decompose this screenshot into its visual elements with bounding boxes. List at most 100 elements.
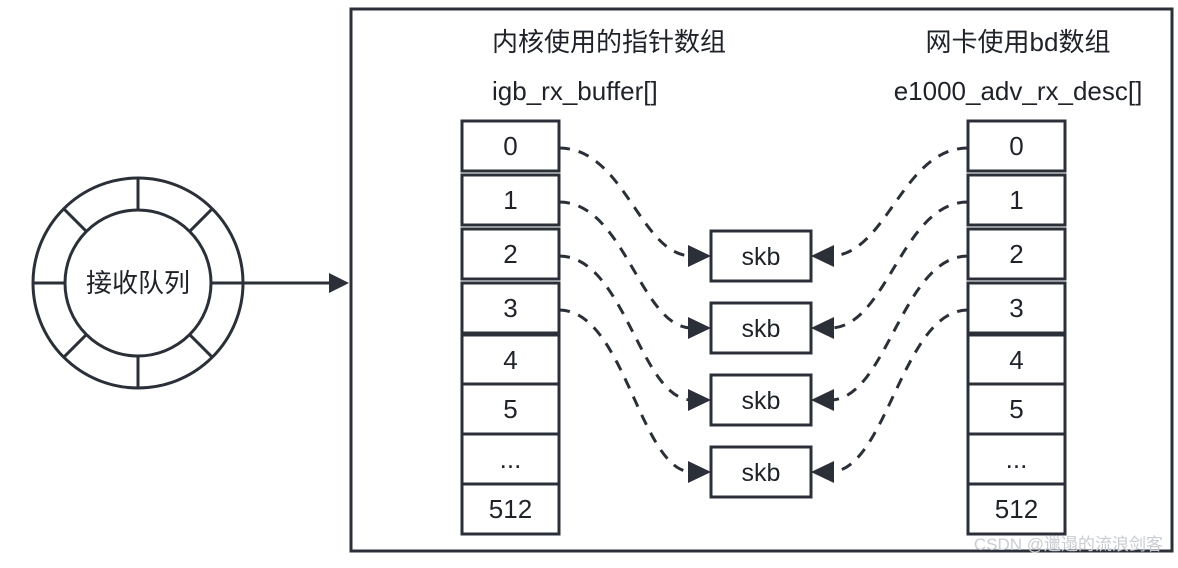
ring-spoke-nw: [62, 207, 88, 233]
cell-label: 0: [1009, 131, 1023, 161]
cell-label: 2: [503, 239, 517, 269]
ring-spoke-ne: [188, 207, 214, 233]
right-column-subtitle: e1000_adv_rx_desc[]: [894, 76, 1143, 106]
skb-box-rect[interactable]: [709, 445, 813, 499]
connector-path: [829, 146, 969, 258]
right-column-array: 0 1 2 3 4 5 ..: [966, 119, 1067, 536]
cell-box[interactable]: [966, 482, 1067, 536]
cell-label: 3: [503, 293, 517, 323]
skb-boxes: skb skb skb skb: [709, 229, 813, 499]
cell-box[interactable]: [460, 227, 561, 281]
cell-label: 5: [1009, 394, 1023, 424]
connector-arrowhead: [688, 389, 711, 411]
cell-box[interactable]: [460, 119, 561, 173]
cell-label: 1: [503, 185, 517, 215]
connector-path: [558, 200, 693, 330]
cell-box[interactable]: [966, 227, 1067, 281]
connector-path: [829, 254, 969, 402]
cell-label: ...: [500, 444, 522, 474]
cell-box[interactable]: [460, 281, 561, 335]
connector-path: [558, 146, 693, 258]
right-cell-2[interactable]: 2: [966, 227, 1067, 281]
right-cell-5[interactable]: 5: [966, 382, 1067, 436]
connector-arrowhead: [688, 461, 711, 483]
receive-queue-ring: 接收队列: [31, 176, 245, 390]
cell-label: 4: [1009, 345, 1023, 375]
skb-box-1[interactable]: skb: [709, 301, 813, 355]
right-column-title: 网卡使用bd数组: [926, 27, 1111, 57]
skb-label: skb: [742, 315, 781, 343]
left-cell-1[interactable]: 1: [460, 173, 561, 227]
ring-spoke-sw: [62, 333, 88, 359]
left-cell-0[interactable]: 0: [460, 119, 561, 173]
cell-box[interactable]: [966, 281, 1067, 335]
cell-label: ...: [1006, 444, 1028, 474]
ring-to-frame-arrow: [243, 273, 349, 293]
cell-label: 5: [503, 394, 517, 424]
left-cell-512[interactable]: 512: [460, 482, 561, 536]
cell-box[interactable]: [460, 432, 561, 486]
left-column-array: 0 1 2 3 4 5 ..: [460, 119, 561, 536]
cell-box[interactable]: [966, 333, 1067, 387]
skb-box-rect[interactable]: [709, 301, 813, 355]
connector-arrowhead: [688, 245, 711, 267]
connector-left-3: [558, 308, 711, 483]
cell-box[interactable]: [966, 173, 1067, 227]
connector-path: [558, 254, 693, 402]
right-cell-0[interactable]: 0: [966, 119, 1067, 173]
ring-label: 接收队列: [86, 268, 190, 298]
connector-arrowhead: [811, 461, 834, 483]
left-cell-3[interactable]: 3: [460, 281, 561, 335]
cell-label: 512: [995, 494, 1038, 524]
cell-box[interactable]: [966, 382, 1067, 436]
left-cell-ellipsis[interactable]: ...: [460, 432, 561, 486]
connector-left-1: [558, 200, 711, 339]
skb-box-2[interactable]: skb: [709, 373, 813, 427]
connector-path: [829, 200, 969, 330]
ring-spokes: [33, 178, 243, 388]
watermark-label: CSDN @邋遢的流浪剑客: [974, 535, 1163, 554]
cell-label: 4: [503, 345, 517, 375]
skb-label: skb: [742, 243, 781, 271]
right-cell-3[interactable]: 3: [966, 281, 1067, 335]
left-cell-4[interactable]: 4: [460, 333, 561, 387]
right-cell-ellipsis[interactable]: ...: [966, 432, 1067, 486]
connector-right-2: [811, 254, 969, 411]
connector-arrowhead: [811, 245, 834, 267]
connector-path: [558, 308, 693, 474]
connector-arrowhead: [688, 317, 711, 339]
right-to-skb-connectors: [811, 146, 969, 483]
cell-label: 1: [1009, 185, 1023, 215]
cell-label: 512: [489, 494, 532, 524]
left-to-skb-connectors: [558, 146, 711, 483]
skb-box-3[interactable]: skb: [709, 445, 813, 499]
left-cell-5[interactable]: 5: [460, 382, 561, 436]
connector-right-3: [811, 308, 969, 483]
cell-box[interactable]: [460, 173, 561, 227]
connector-path: [829, 308, 969, 474]
skb-box-rect[interactable]: [709, 229, 813, 283]
left-cell-2[interactable]: 2: [460, 227, 561, 281]
connector-left-0: [558, 146, 711, 267]
skb-box-rect[interactable]: [709, 373, 813, 427]
right-cell-4[interactable]: 4: [966, 333, 1067, 387]
connector-arrowhead: [811, 317, 834, 339]
connector-left-2: [558, 254, 711, 411]
cell-label: 3: [1009, 293, 1023, 323]
diagram-frame: [349, 7, 1174, 553]
left-column-subtitle: igb_rx_buffer[]: [492, 76, 658, 106]
connector-arrowhead: [811, 389, 834, 411]
cell-box[interactable]: [460, 482, 561, 536]
right-cell-1[interactable]: 1: [966, 173, 1067, 227]
cell-box[interactable]: [966, 119, 1067, 173]
cell-label: 0: [503, 131, 517, 161]
cell-box[interactable]: [460, 333, 561, 387]
ring-spoke-se: [188, 333, 214, 359]
right-cell-512[interactable]: 512: [966, 482, 1067, 536]
left-column-title: 内核使用的指针数组: [492, 27, 726, 57]
connector-right-0: [811, 146, 969, 267]
skb-box-0[interactable]: skb: [709, 229, 813, 283]
connector-right-1: [811, 200, 969, 339]
